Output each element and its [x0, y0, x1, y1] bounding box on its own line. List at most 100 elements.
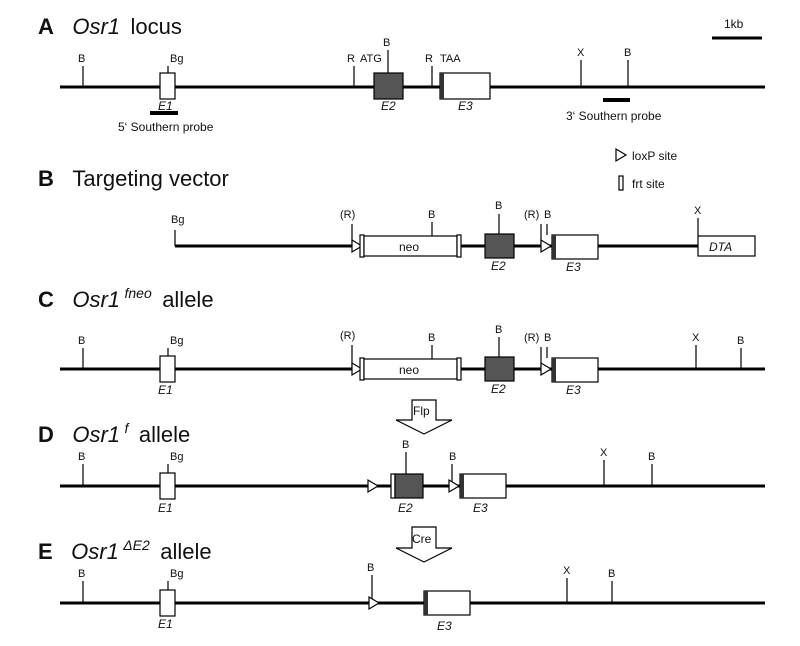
exon-e3-label: E3: [473, 501, 488, 515]
southern-probe-5-label: 5‘ Southern probe: [118, 120, 214, 134]
exon-e3-box: [423, 590, 471, 616]
site-b: B: [428, 209, 435, 221]
frt-site-icon: [390, 473, 396, 499]
loxp-site-icon: [351, 238, 364, 254]
taa-label: TAA: [440, 53, 461, 65]
site-b: B: [402, 439, 409, 451]
site-b: B: [624, 47, 631, 59]
exon-e2-label: E2: [381, 99, 396, 113]
panel-e-letter: E: [38, 539, 53, 564]
site-x: X: [692, 332, 700, 344]
panel-a-suffix: locus: [130, 14, 181, 39]
exon-e1-box: [159, 472, 176, 500]
exon-e2-box: [484, 356, 515, 382]
svg-text:D Osr1 f all: D Osr1 f allele: [38, 420, 190, 447]
exon-e3-box: [439, 72, 491, 100]
panel-d-superscript: f: [124, 420, 130, 436]
site-b: B: [78, 451, 85, 463]
loxp-site-icon: [368, 595, 381, 611]
frt-site-icon: [456, 234, 462, 258]
exon-e2-label: E2: [491, 382, 506, 396]
site-x: X: [694, 205, 702, 217]
site-r-partial: (R): [524, 332, 539, 344]
southern-probe-3-label: 3‘ Southern probe: [566, 109, 662, 123]
site-b: B: [383, 37, 390, 49]
frt-site-icon: [359, 234, 365, 258]
neo-label: neo: [399, 240, 419, 254]
site-b: B: [648, 451, 655, 463]
frt-legend-icon: [618, 175, 624, 191]
svg-text:C Osr1 fneo: C Osr1 fneo allele: [38, 285, 214, 312]
exon-e1-label: E1: [158, 617, 173, 631]
panel-e: E Osr1 ΔE2 allele B Bg E1 B E3 X B: [38, 537, 765, 633]
site-bg: Bg: [170, 53, 183, 65]
site-bg: Bg: [170, 568, 183, 580]
legend: loxP site frt site: [615, 147, 677, 191]
site-b: B: [737, 335, 744, 347]
dta-cassette-box: [697, 235, 756, 257]
panel-d-gene: Osr1: [72, 422, 120, 447]
panel-e-superscript: ΔE2: [122, 537, 150, 553]
panel-a: A Osr1 locus B Bg R ATG B R TAA X B E1 E…: [38, 14, 765, 134]
exon-e1-box: [159, 355, 176, 383]
site-b: B: [495, 324, 502, 336]
dta-label: DTA: [709, 240, 732, 254]
site-bg: Bg: [171, 214, 184, 226]
flp-label: Flp: [413, 404, 430, 418]
exon-e1-label: E1: [158, 99, 173, 113]
exon-e1-label: E1: [158, 383, 173, 397]
svg-text:B Targeting vector: B Targeting vector: [38, 166, 229, 191]
legend-frt-label: frt site: [632, 177, 665, 191]
site-r: R: [347, 53, 355, 65]
exon-e3-label: E3: [566, 260, 581, 274]
panel-e-gene: Osr1: [71, 539, 119, 564]
exon-e1-label: E1: [158, 501, 173, 515]
frt-site-icon: [359, 357, 365, 381]
site-b: B: [544, 209, 551, 221]
loxp-site-icon: [351, 361, 364, 377]
loxp-legend-icon: [615, 147, 628, 163]
exon-e2-box: [484, 233, 515, 259]
panel-b-letter: B: [38, 166, 54, 191]
atg-label: ATG: [360, 53, 382, 65]
panel-c-suffix: allele: [162, 287, 213, 312]
panel-c: C Osr1 fneo allele B Bg E1 (R) neo B B E…: [38, 285, 765, 397]
site-r: R: [425, 53, 433, 65]
site-x: X: [600, 447, 608, 459]
exon-e2-label: E2: [398, 501, 413, 515]
scale-bar-label: 1kb: [724, 17, 744, 31]
site-b: B: [428, 332, 435, 344]
exon-e2-box: [394, 473, 424, 499]
site-b: B: [78, 335, 85, 347]
frt-site-icon: [456, 357, 462, 381]
cre-label: Cre: [412, 532, 432, 546]
panel-a-letter: A: [38, 14, 54, 39]
panel-c-letter: C: [38, 287, 54, 312]
site-r-partial: (R): [524, 209, 539, 221]
site-r-partial: (R): [340, 209, 355, 221]
panel-d: D Osr1 f allele B Bg E1 B E2 B E3 X B: [38, 420, 765, 515]
loxp-site-icon: [448, 478, 461, 494]
loxp-site-icon: [540, 238, 553, 254]
panel-c-gene: Osr1: [72, 287, 120, 312]
exon-e3-label: E3: [566, 383, 581, 397]
site-x: X: [577, 47, 585, 59]
neo-label: neo: [399, 363, 419, 377]
site-b: B: [78, 53, 85, 65]
site-b: B: [544, 332, 551, 344]
exon-e2-label: E2: [491, 259, 506, 273]
exon-e3-label: E3: [437, 619, 452, 633]
panel-e-suffix: allele: [160, 539, 211, 564]
exon-e3-box: [459, 473, 507, 499]
exon-e1-box: [159, 72, 176, 100]
svg-text:E Osr1 ΔE2 a: E Osr1 ΔE2 allele: [38, 537, 212, 564]
exon-e2-box: [373, 72, 404, 100]
legend-loxp-label: loxP site: [632, 149, 677, 163]
exon-e3-box: [551, 234, 599, 260]
site-bg: Bg: [170, 451, 183, 463]
loxp-site-icon: [540, 361, 553, 377]
panel-b-title: Targeting vector: [72, 166, 229, 191]
exon-e1-box: [159, 589, 176, 617]
panel-d-suffix: allele: [139, 422, 190, 447]
exon-e3-label: E3: [458, 99, 473, 113]
